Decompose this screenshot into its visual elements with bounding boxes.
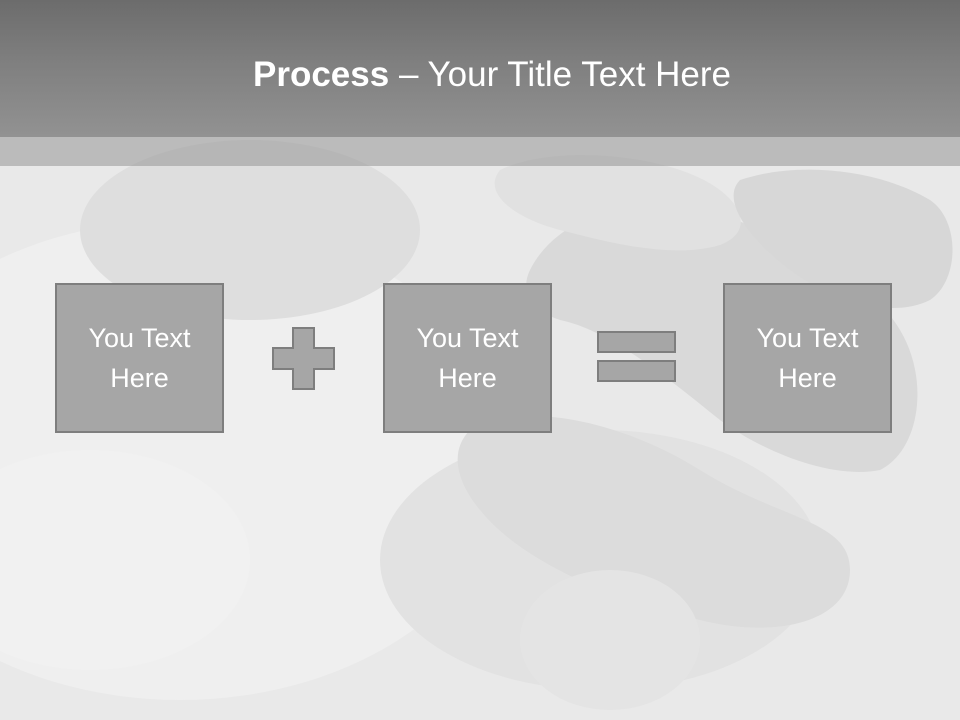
process-box-3-text: You Text Here — [756, 323, 859, 393]
process-box-2[interactable]: You Text Here — [383, 283, 552, 433]
process-box-3[interactable]: You Text Here — [723, 283, 892, 433]
slide-title-rest: – Your Title Text Here — [389, 55, 731, 94]
equals-icon-bottom-bar — [597, 360, 676, 382]
equals-icon-top-bar — [597, 331, 676, 353]
title-accent-strip — [0, 137, 960, 166]
process-box-1-text: You Text Here — [88, 323, 191, 393]
process-box-1[interactable]: You Text Here — [55, 283, 224, 433]
title-band — [0, 0, 960, 137]
slide-title-bold: Process — [253, 55, 390, 94]
slide-title: Process – Your Title Text Here — [0, 53, 960, 97]
process-box-2-text: You Text Here — [416, 323, 519, 393]
plus-icon — [272, 327, 335, 390]
